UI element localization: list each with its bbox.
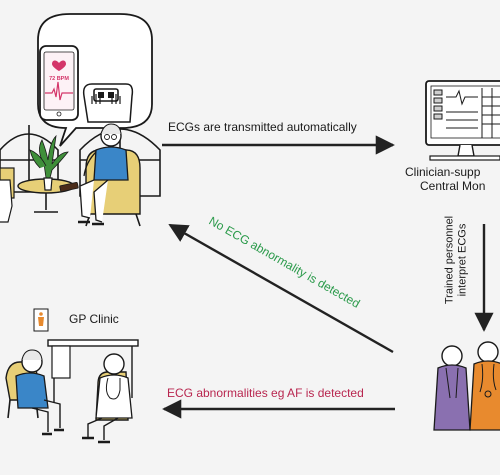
ecg-device-with-hands-icon [82, 83, 134, 123]
elderly-man-blue-shirt-icon [78, 123, 129, 226]
home-scene: 72 BPM [0, 13, 161, 227]
label-central-monitoring-line2: Central Mon [420, 179, 486, 193]
label-clinician-supported-line1: Clinician-supp [405, 165, 481, 179]
heart-icon [52, 60, 66, 71]
patient-elderly-man-icon [15, 349, 64, 436]
anatomy-poster-icon [33, 308, 49, 332]
label-ecg-transmitted: ECGs are transmitted automatically [168, 120, 357, 134]
label-gp-clinic: GP Clinic [69, 312, 119, 326]
arrow-no-abnormality [168, 223, 394, 354]
label-trained-personnel: Trained personnel interpret ECGs [443, 216, 468, 304]
doctor-icon [82, 353, 133, 444]
label-interpret-ecgs-line2: interpret ECGs [456, 223, 468, 297]
left-partial-person-icon [0, 167, 15, 223]
desk-icon [47, 339, 139, 402]
label-ecg-abnormality-af: ECG abnormalities eg AF is detected [167, 386, 364, 400]
gp-clinic-scene [5, 308, 139, 444]
clinicians-icon [433, 341, 500, 431]
label-trained-personnel-line1: Trained personnel [443, 215, 456, 305]
tablet-icon [59, 181, 79, 193]
smartphone-icon: 72 BPM [39, 45, 79, 121]
central-monitor-icon [425, 80, 500, 161]
bpm-readout: 72 BPM [49, 76, 69, 82]
potted-plant-icon [29, 134, 69, 191]
stethoscope-icon [105, 377, 121, 400]
phone-ecg-trace [45, 81, 73, 101]
